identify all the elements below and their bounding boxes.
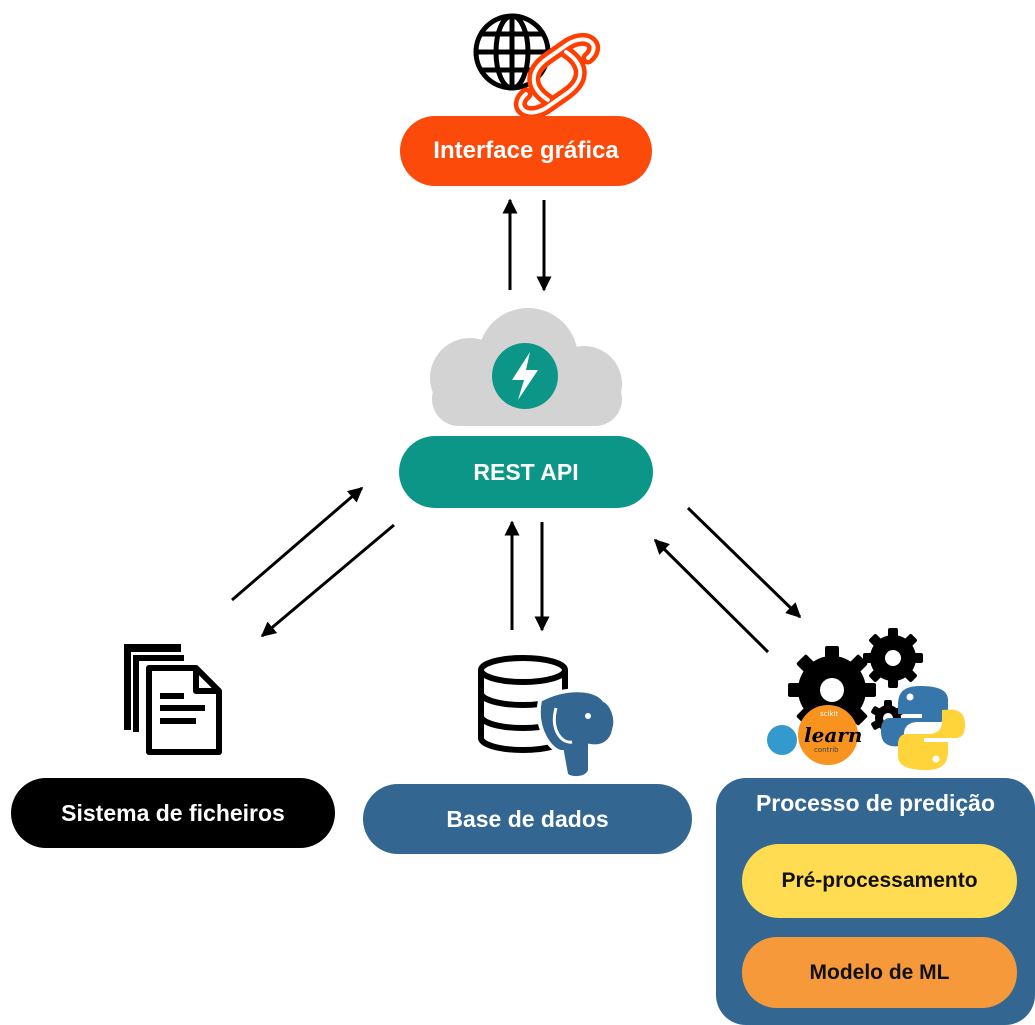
- arrow-files-to-api: [231, 486, 364, 602]
- rest-api-node: REST API: [399, 436, 653, 508]
- frontend-node: Interface gráfica: [400, 116, 652, 186]
- arrow-api-to-files: [260, 523, 395, 638]
- file-system-label: Sistema de ficheiros: [61, 799, 285, 826]
- preprocessing-label: Pré-processamento: [781, 869, 978, 892]
- postgresql-logo: [536, 688, 618, 781]
- arrow-api-to-prediction: [686, 506, 802, 619]
- documents-icon: [124, 644, 222, 755]
- rest-api-label: REST API: [473, 458, 579, 485]
- python-logo: [880, 686, 966, 770]
- sklearn-bottom-text: contrib: [814, 746, 839, 754]
- ml-model-step: Modelo de ML: [742, 937, 1017, 1008]
- ml-model-label: Modelo de ML: [809, 960, 950, 984]
- sklearn-top-text: scikit: [820, 710, 838, 718]
- arrow-prediction-to-api: [653, 538, 770, 654]
- prediction-process-label: Processo de predição: [755, 790, 996, 816]
- sklearn-main-text: learn: [804, 723, 862, 747]
- database-node: Base de dados: [363, 784, 692, 854]
- gears-icon: [788, 628, 923, 736]
- preprocessing-step: Pré-processamento: [742, 844, 1017, 918]
- scikit-learn-logo: scikit learn contrib: [767, 705, 862, 765]
- frontend-label: Interface gráfica: [433, 137, 619, 164]
- fastapi-logo: [492, 343, 558, 409]
- database-label: Base de dados: [446, 805, 609, 832]
- file-system-node: Sistema de ficheiros: [11, 778, 335, 848]
- svelte-logo: [513, 32, 601, 120]
